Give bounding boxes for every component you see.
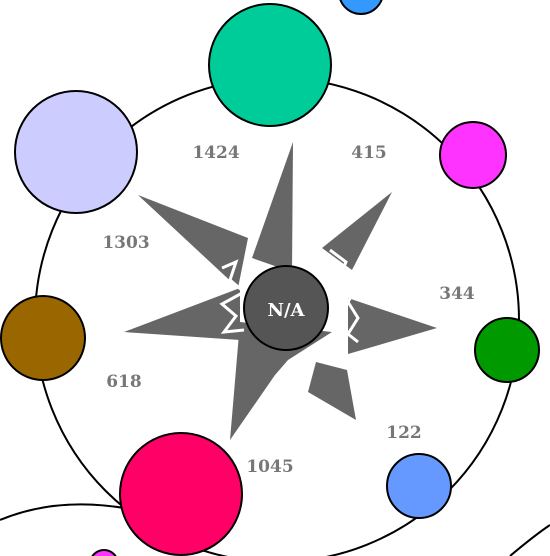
arrow-344 <box>348 298 437 354</box>
arrow-1424 <box>252 142 293 272</box>
arrow-415 <box>322 192 392 270</box>
flow-label-1045: 1045 <box>246 457 293 477</box>
arrow-1303 <box>138 195 248 288</box>
node-upper-right[interactable] <box>439 121 507 189</box>
hub-label: N/A <box>268 300 306 321</box>
arrow-notches <box>219 248 360 344</box>
flow-label-618: 618 <box>106 372 142 392</box>
node-offscreen-bottom[interactable] <box>90 549 118 556</box>
hub-circle <box>243 265 329 351</box>
neighbor-ring-arc-left <box>0 503 136 521</box>
flow-label-122: 122 <box>386 423 422 443</box>
node-right[interactable] <box>474 317 540 383</box>
node-offscreen-top[interactable] <box>339 0 383 15</box>
arrow-618 <box>124 288 240 340</box>
arrow-1045 <box>230 322 332 440</box>
arrows <box>124 142 437 440</box>
node-top[interactable] <box>208 3 332 127</box>
flow-label-344: 344 <box>439 284 475 304</box>
node-bottom[interactable] <box>119 432 243 556</box>
flow-label-1303: 1303 <box>102 233 149 253</box>
flow-label-415: 415 <box>351 143 387 163</box>
node-lower-right[interactable] <box>386 453 452 519</box>
node-left[interactable] <box>0 295 86 381</box>
flow-label-1424: 1424 <box>192 143 239 163</box>
node-upper-left[interactable] <box>14 90 138 214</box>
neighbor-ring-arc-right <box>509 524 550 556</box>
arrow-122 <box>308 362 356 420</box>
